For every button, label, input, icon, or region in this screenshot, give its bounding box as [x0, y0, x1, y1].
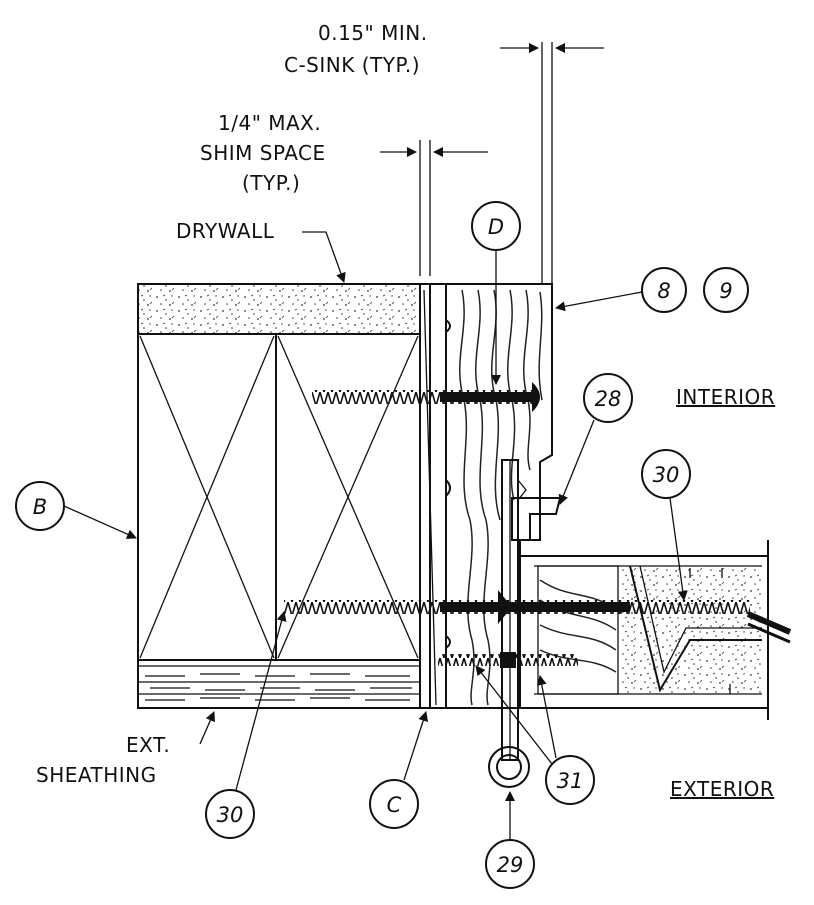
shim-dimension: 1/4" MAX. SHIM SPACE (TYP.) [200, 111, 488, 276]
callout-b: B [15, 481, 137, 539]
screw-sill [520, 600, 792, 644]
shim-label-3: (TYP.) [242, 171, 300, 195]
sheathing-label-1: EXT. [126, 733, 170, 757]
callout-30-bottom: 30 [205, 611, 287, 839]
csink-label-1: 0.15" MIN. [318, 21, 428, 45]
nail-fin [488, 459, 562, 788]
callout-d: D [471, 201, 521, 385]
wood-frame [445, 283, 553, 709]
callout-30-right: 30 [641, 449, 691, 601]
sheathing-callout: EXT. SHEATHING [36, 711, 215, 787]
callout-28: 28 [558, 373, 633, 505]
shim-label-2: SHIM SPACE [200, 141, 326, 165]
drywall-label: DRYWALL [176, 219, 275, 243]
callout-b-text: B [33, 495, 47, 519]
shim-space [419, 283, 446, 709]
callout-8-text: 8 [657, 279, 670, 303]
shim-label-1: 1/4" MAX. [218, 111, 321, 135]
callout-c: C [369, 711, 428, 829]
callout-9-text: 9 [719, 279, 732, 303]
callout-29: 29 [485, 791, 535, 889]
interior-label: INTERIOR [676, 385, 775, 409]
sill-frame [520, 540, 769, 720]
callout-31-text: 31 [557, 769, 584, 793]
callout-30-bottom-text: 30 [217, 803, 244, 827]
wall-framing [137, 283, 421, 709]
drywall-callout: DRYWALL [176, 219, 346, 283]
callout-28-text: 28 [595, 387, 622, 411]
stud-left [139, 335, 275, 659]
screw-middle [284, 590, 524, 624]
callout-8-9: 8 9 [555, 267, 749, 313]
screw-upper [312, 382, 540, 412]
callout-d-text: D [488, 215, 504, 239]
exterior-label: EXTERIOR [670, 777, 774, 801]
callout-30-right-text: 30 [653, 463, 680, 487]
drywall-layer [139, 285, 419, 333]
csink-label-2: C-SINK (TYP.) [284, 53, 420, 77]
ext-sheathing-layer [138, 659, 420, 701]
callout-31: 31 [475, 665, 595, 805]
sheathing-label-2: SHEATHING [36, 763, 157, 787]
callout-c-text: C [387, 793, 402, 817]
callout-29-text: 29 [497, 853, 524, 877]
csink-dimension: 0.15" MIN. C-SINK (TYP.) [284, 21, 604, 284]
screw-lower [438, 652, 578, 668]
